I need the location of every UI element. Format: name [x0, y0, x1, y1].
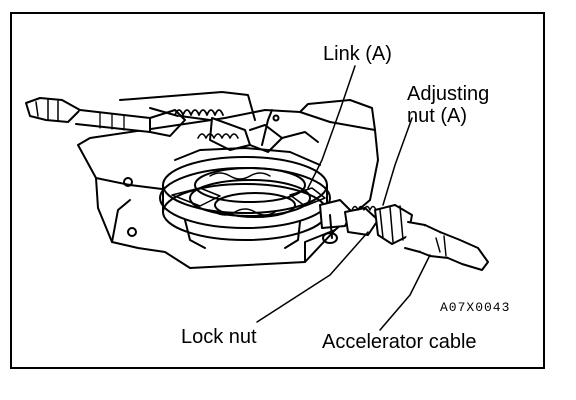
adjusting-assembly [319, 199, 489, 271]
link-a-rod [261, 109, 280, 146]
left-rod [25, 97, 186, 137]
label-adjusting-nut-line2: nut (A) [407, 105, 468, 127]
label-lock-nut: Lock nut [181, 326, 257, 348]
figure-code: A07X0043 [440, 300, 511, 315]
leader-lines [256, 65, 431, 331]
label-accelerator-cable: Accelerator cable [322, 331, 477, 353]
label-link-a: Link (A) [323, 43, 392, 65]
label-adjusting-nut-line1: Adjusting [407, 83, 490, 105]
throttle-drum [159, 147, 331, 249]
